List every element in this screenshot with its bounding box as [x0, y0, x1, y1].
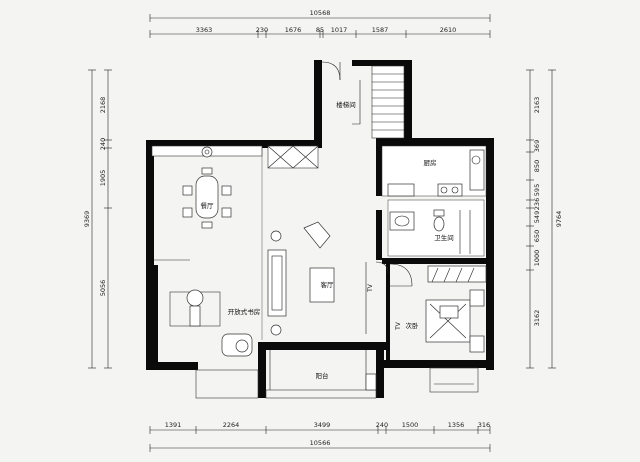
- room-label-study: 开放式书房: [228, 307, 261, 316]
- right-seg-dim: 369: [533, 140, 541, 152]
- right-seg-dim: 2163: [533, 97, 541, 114]
- top-seg-dim: 2610: [440, 26, 457, 34]
- bottom-seg-dim: 1391: [165, 421, 182, 429]
- top-seg-dim: 85: [316, 26, 324, 34]
- tv-label-living: TV: [367, 283, 374, 293]
- top-dimensions: 10568 3363 230 1676 85 1017 1587 2610: [149, 9, 491, 38]
- top-seg-dim: 3363: [196, 26, 213, 34]
- room-label-bedroom: 次卧: [406, 321, 420, 330]
- living-furniture: 客厅 TV: [267, 221, 389, 336]
- bedroom-fixtures: 次卧 TV: [389, 263, 487, 353]
- top-seg-dim: 1676: [285, 26, 302, 34]
- bottom-seg-dim: 1356: [448, 421, 465, 429]
- bottom-dimensions: 1391 2264 3499 240 1500 1356 316 10566: [149, 421, 491, 452]
- right-total-dim: 9764: [555, 211, 563, 228]
- right-seg-dim: 850: [533, 160, 541, 172]
- bottom-seg-dim: 1500: [402, 421, 419, 429]
- top-seg-dim: 1587: [372, 26, 389, 34]
- top-total-dim: 10568: [310, 9, 331, 17]
- right-seg-dim: 595: [533, 184, 541, 196]
- top-seg-dim: 230: [256, 26, 268, 34]
- room-label-dining: 餐厅: [201, 201, 215, 210]
- bottom-seg-dim: 3499: [314, 421, 331, 429]
- left-seg-dim: 5056: [99, 280, 107, 297]
- left-total-dim: 9369: [83, 211, 91, 228]
- right-seg-dim: 1000: [533, 250, 541, 267]
- room-label-bath: 卫生间: [434, 233, 454, 242]
- tv-label-bedroom: TV: [395, 321, 402, 331]
- bottom-seg-dim: 316: [478, 421, 490, 429]
- bottom-seg-dim: 240: [376, 421, 388, 429]
- study-furniture: 开放式书房: [169, 148, 263, 357]
- right-seg-dim: 236: [533, 198, 541, 210]
- left-seg-dim: 2168: [99, 97, 107, 114]
- kitchen-fixtures: 厨房: [381, 145, 487, 197]
- balcony: 阳台: [269, 350, 377, 391]
- bottom-seg-dim: 2264: [223, 421, 240, 429]
- left-seg-dim: 1905: [99, 170, 107, 187]
- right-seg-dim: 549: [533, 211, 541, 223]
- top-seg-dim: 1017: [331, 26, 348, 34]
- right-seg-dim: 3162: [533, 310, 541, 327]
- staircase: 楼梯间: [321, 61, 405, 139]
- right-seg-dim: 650: [533, 230, 541, 242]
- room-label-stair: 楼梯间: [336, 100, 356, 109]
- bathroom-fixtures: 卫生间: [387, 199, 485, 257]
- left-dimensions: 9369 2168 240 1905 5056: [83, 69, 112, 369]
- bottom-total-dim: 10566: [310, 439, 331, 447]
- room-label-kitchen: 厨房: [424, 158, 437, 167]
- room-label-living: 客厅: [321, 280, 335, 289]
- right-dimensions: 2163 369 850 595 236 549 650 1000 3162 9…: [526, 69, 563, 369]
- left-seg-dim: 240: [99, 138, 107, 150]
- dining-furniture: 餐厅: [154, 146, 232, 261]
- walls: [146, 60, 494, 398]
- room-label-balcony: 阳台: [316, 371, 329, 380]
